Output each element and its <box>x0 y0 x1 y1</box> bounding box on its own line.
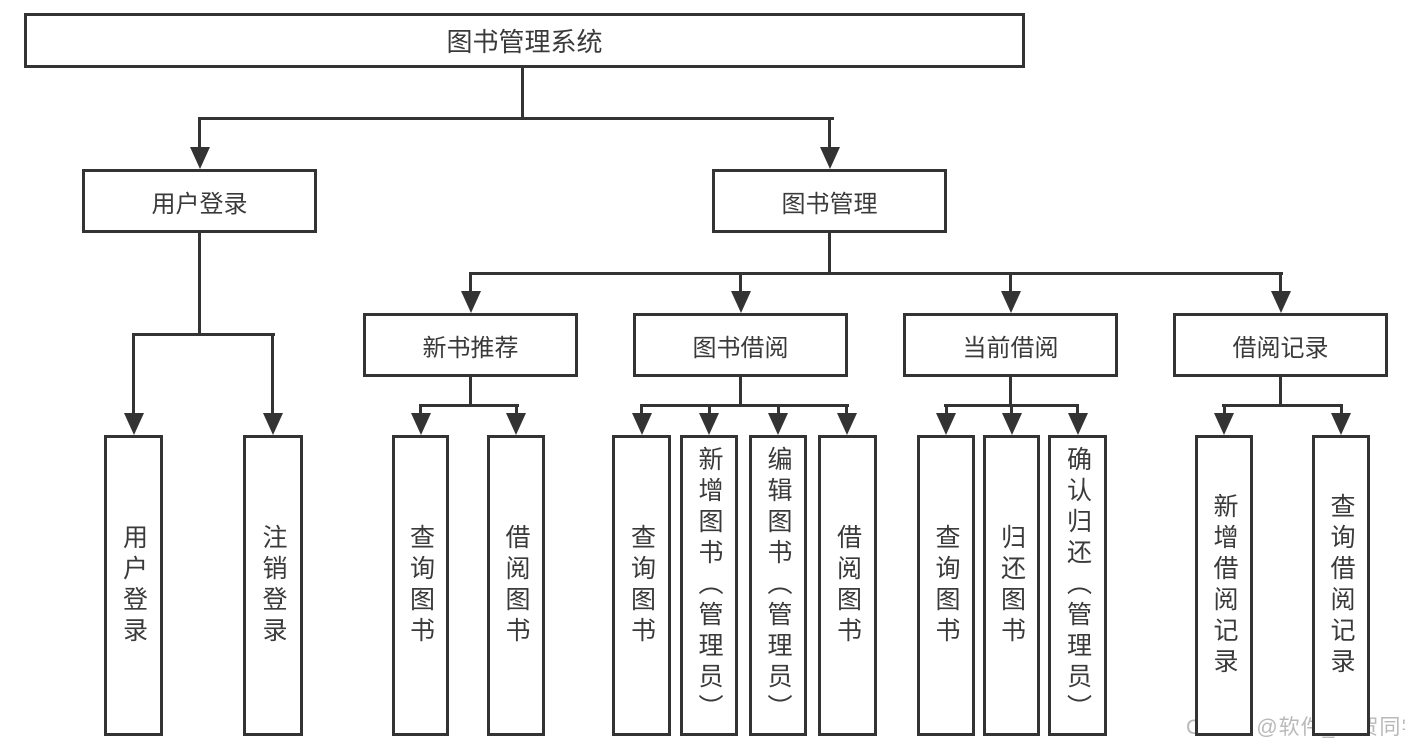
connector-line <box>469 272 1283 275</box>
node-borrow-books-recommend-label: 借阅图书 <box>502 523 530 648</box>
node-book-borrowing-label: 图书借阅 <box>692 334 789 362</box>
connector-line <box>198 117 834 120</box>
node-borrowing-records: 借阅记录 <box>1173 313 1388 377</box>
node-logout-label: 注销登录 <box>259 523 287 648</box>
node-query-books-borrowing: 查询图书 <box>612 435 671 736</box>
connector-line <box>271 333 274 415</box>
arrowhead-icon <box>1001 413 1022 435</box>
node-book-management-label: 图书管理 <box>781 190 878 218</box>
node-book-management: 图书管理 <box>712 169 947 233</box>
arrowhead-icon <box>460 291 481 313</box>
connector-line <box>521 66 524 119</box>
connector-line <box>828 117 831 149</box>
arrowhead-icon <box>123 413 144 435</box>
arrowhead-icon <box>768 413 788 435</box>
connector-line <box>640 404 643 415</box>
node-query-books-recommend: 查询图书 <box>392 435 449 736</box>
node-borrow-books-borrowing: 借阅图书 <box>818 435 877 736</box>
arrowhead-icon <box>506 413 526 435</box>
node-edit-books-admin: 编辑图书（管理员） <box>749 435 807 736</box>
arrowhead-icon <box>1214 413 1234 435</box>
arrowhead-icon <box>262 413 283 435</box>
node-new-book-recommendation: 新书推荐 <box>363 313 578 377</box>
node-borrow-books-recommend: 借阅图书 <box>487 435 545 736</box>
arrowhead-icon <box>1067 413 1088 435</box>
node-query-books-current: 查询图书 <box>917 435 975 736</box>
connector-line <box>640 404 849 407</box>
arrowhead-icon <box>936 413 956 435</box>
connector-line <box>739 377 742 407</box>
arrowhead-icon <box>410 413 431 435</box>
connector-line <box>132 333 275 336</box>
node-borrow-books-borrowing-label: 借阅图书 <box>833 523 862 648</box>
connector-line <box>198 233 201 336</box>
node-query-borrow-record: 查询借阅记录 <box>1312 435 1370 736</box>
connector-line <box>828 233 831 275</box>
node-query-books-borrowing-label: 查询图书 <box>627 523 656 648</box>
node-query-borrow-record-label: 查询借阅记录 <box>1327 492 1355 679</box>
connector-line <box>1010 404 1013 415</box>
node-new-book-recommendation-label: 新书推荐 <box>422 334 519 362</box>
connector-line <box>132 333 135 415</box>
connector-line <box>1222 404 1343 407</box>
node-add-books-admin: 新增图书（管理员） <box>680 435 738 736</box>
connector-line <box>1339 404 1343 415</box>
node-edit-books-admin-label: 编辑图书（管理员） <box>764 446 792 725</box>
node-library-management-system: 图书管理系统 <box>24 13 1025 68</box>
node-add-borrow-record: 新增借阅记录 <box>1195 435 1253 736</box>
arrowhead-icon <box>1000 291 1021 313</box>
node-borrowing-records-label: 借阅记录 <box>1232 334 1329 362</box>
arrowhead-icon <box>819 147 840 169</box>
node-return-books: 归还图书 <box>983 435 1040 736</box>
node-return-books-label: 归还图书 <box>997 523 1026 648</box>
arrowhead-icon <box>730 291 751 313</box>
node-user-login-leaf: 用户登录 <box>104 435 163 736</box>
arrowhead-icon <box>699 413 719 435</box>
node-logout: 注销登录 <box>243 435 303 736</box>
arrowhead-icon <box>1270 291 1291 313</box>
node-library-management-system-label: 图书管理系统 <box>446 27 603 57</box>
connector-line <box>845 404 848 415</box>
node-add-borrow-record-label: 新增借阅记录 <box>1210 492 1238 679</box>
node-user-login: 用户登录 <box>82 169 317 233</box>
arrowhead-icon <box>1331 413 1351 435</box>
connector-line <box>198 117 201 149</box>
node-confirm-return-admin: 确认归还（管理员） <box>1048 435 1107 736</box>
connector-line <box>707 404 711 415</box>
connector-line <box>1279 272 1282 293</box>
connector-line <box>776 404 780 415</box>
node-user-login-leaf-label: 用户登录 <box>119 523 148 648</box>
arrowhead-icon <box>189 147 210 169</box>
node-confirm-return-admin-label: 确认归还（管理员） <box>1063 446 1092 725</box>
node-query-books-recommend-label: 查询图书 <box>406 523 435 648</box>
node-book-borrowing: 图书借阅 <box>633 313 848 377</box>
connector-line <box>469 377 472 407</box>
connector-line <box>1279 377 1282 407</box>
node-query-books-current-label: 查询图书 <box>932 523 960 648</box>
connector-line <box>469 272 472 293</box>
node-user-login-label: 用户登录 <box>151 190 248 218</box>
connector-line <box>944 404 948 415</box>
connector-line <box>419 404 519 407</box>
arrowhead-icon <box>836 413 857 435</box>
connector-line <box>1009 272 1012 293</box>
connector-line <box>514 404 518 415</box>
connector-line <box>1222 404 1226 415</box>
arrowhead-icon <box>631 413 652 435</box>
connector-line <box>739 272 742 293</box>
node-current-borrowing-label: 当前借阅 <box>962 334 1059 362</box>
connector-line <box>419 404 422 415</box>
node-add-books-admin-label: 新增图书（管理员） <box>695 446 723 725</box>
connector-line <box>1009 377 1012 407</box>
node-current-borrowing: 当前借阅 <box>903 313 1118 377</box>
connector-line <box>1076 404 1079 415</box>
